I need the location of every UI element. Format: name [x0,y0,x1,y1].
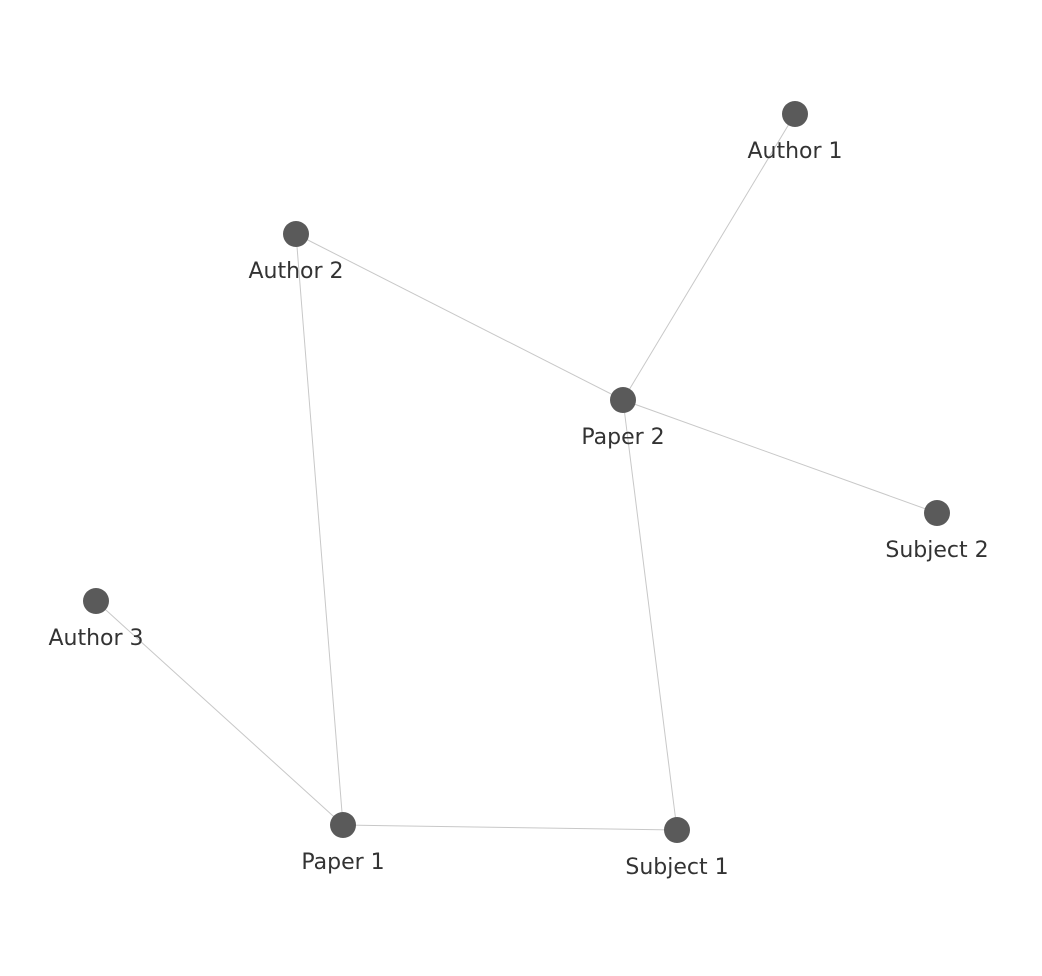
node-label-author3: Author 3 [48,626,143,651]
edge-author3-paper1 [95,600,344,826]
node-subject2[interactable] [924,500,950,526]
edge-author2-paper2 [295,233,624,401]
edge-author2-paper1 [295,233,344,826]
nodes-layer [83,101,950,843]
edge-paper2-subject2 [622,399,938,514]
edge-author1-paper2 [622,113,796,401]
edges-layer [95,113,938,831]
node-label-author2: Author 2 [248,259,343,284]
node-author1[interactable] [782,101,808,127]
node-author3[interactable] [83,588,109,614]
node-label-paper2: Paper 2 [581,425,664,450]
node-paper1[interactable] [330,812,356,838]
edge-paper1-subject1 [342,824,678,831]
edge-paper2-subject1 [622,399,678,831]
node-paper2[interactable] [610,387,636,413]
node-author2[interactable] [283,221,309,247]
node-label-author1: Author 1 [747,139,842,164]
node-subject1[interactable] [664,817,690,843]
node-label-subject1: Subject 1 [625,855,728,880]
node-label-subject2: Subject 2 [885,538,988,563]
labels-layer: Author 1 Author 2 Author 3 Paper 1 Paper 2 Su… [48,139,988,880]
node-label-paper1: Paper 1 [301,850,384,875]
